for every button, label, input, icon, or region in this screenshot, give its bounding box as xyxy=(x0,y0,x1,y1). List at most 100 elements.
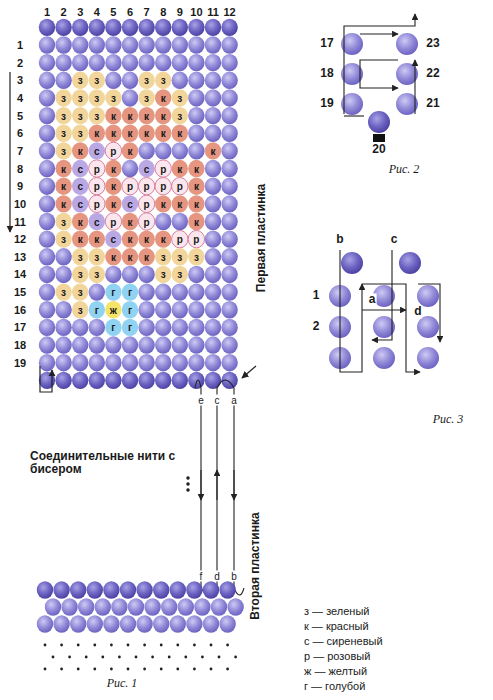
dot xyxy=(110,668,113,671)
dot xyxy=(160,668,163,671)
bead xyxy=(188,89,204,106)
bead xyxy=(105,230,121,247)
bead xyxy=(105,354,121,371)
bead-letter: з xyxy=(94,269,99,280)
bead xyxy=(205,89,221,106)
bead xyxy=(188,283,204,300)
bead xyxy=(138,301,154,318)
bead-letter: з xyxy=(61,145,66,156)
bead-letter: к xyxy=(127,110,132,121)
bead xyxy=(205,160,221,177)
bead xyxy=(45,598,61,615)
bead xyxy=(172,195,188,212)
bead xyxy=(172,283,188,300)
bead xyxy=(105,72,121,89)
bead-letter: р xyxy=(94,198,100,209)
fig2-thread xyxy=(344,14,415,116)
row-number: 9 xyxy=(17,180,23,192)
bead xyxy=(39,142,55,159)
bead xyxy=(138,354,154,371)
bead xyxy=(205,54,221,71)
bead-letter: з xyxy=(144,75,149,86)
dot xyxy=(176,668,179,671)
bead xyxy=(138,372,154,389)
bead xyxy=(72,178,88,195)
second-plate xyxy=(37,581,244,670)
bead xyxy=(155,283,171,300)
bead-letter: р xyxy=(177,234,183,245)
bead xyxy=(172,372,188,389)
thread-letter: d xyxy=(213,571,221,582)
bead xyxy=(188,301,204,318)
bead-letter: к xyxy=(78,145,83,156)
bead xyxy=(39,125,55,142)
row-number: 18 xyxy=(14,339,26,351)
bead xyxy=(122,372,138,389)
bead xyxy=(205,178,221,195)
bead xyxy=(221,36,237,53)
bead xyxy=(39,372,55,389)
bead xyxy=(72,372,88,389)
bead xyxy=(172,36,188,53)
bead xyxy=(105,266,121,283)
bead xyxy=(138,319,154,336)
row-number: 1 xyxy=(17,39,23,51)
bead-letter: к xyxy=(94,128,99,139)
bead xyxy=(87,581,103,598)
bead xyxy=(105,36,121,53)
plate-label: Первая пластинка xyxy=(255,184,268,292)
bead xyxy=(170,581,186,598)
bead xyxy=(39,230,55,247)
bead xyxy=(155,160,171,177)
bead-letter: з xyxy=(144,92,149,103)
bead xyxy=(72,36,88,53)
bead-letter: з xyxy=(78,110,83,121)
bead-letter: к xyxy=(194,163,199,174)
bead-letter: р xyxy=(160,163,166,174)
bead xyxy=(155,142,171,159)
legend-entry: р — розовый xyxy=(304,650,370,662)
bead xyxy=(122,336,138,353)
bead xyxy=(188,19,204,36)
legend-entry: к — красный xyxy=(304,620,369,632)
bead xyxy=(105,89,121,106)
bead xyxy=(205,36,221,53)
bead xyxy=(138,107,154,124)
bead-letter: с xyxy=(77,198,83,209)
row-number: 19 xyxy=(14,357,26,369)
bead xyxy=(155,89,171,106)
row-number: 15 xyxy=(14,286,26,298)
bead xyxy=(105,125,121,142)
bead-letter: к xyxy=(177,128,182,139)
bead xyxy=(72,72,88,89)
thread-note: Соединительные нити с бисером xyxy=(30,450,180,476)
bead-letter: р xyxy=(127,181,133,192)
bead-letter: з xyxy=(94,110,99,121)
legend-entry: ж — желтый xyxy=(304,665,367,677)
bead-letter: к xyxy=(127,216,132,227)
bead-letter: к xyxy=(78,216,83,227)
bead xyxy=(221,195,237,212)
bead-letter: к xyxy=(161,110,166,121)
bead-letter: з xyxy=(61,92,66,103)
bead-letter: с xyxy=(77,181,83,192)
bead xyxy=(105,248,121,265)
bead xyxy=(153,615,169,632)
bead xyxy=(89,354,105,371)
callout-number: 2 xyxy=(313,320,320,333)
bead-letter: р xyxy=(177,181,183,192)
bead xyxy=(155,178,171,195)
bead xyxy=(105,283,121,300)
bead xyxy=(155,248,171,265)
bead-letter: з xyxy=(177,92,182,103)
bead xyxy=(89,248,105,265)
dot xyxy=(52,656,55,659)
bead xyxy=(89,36,105,53)
bead xyxy=(172,54,188,71)
bead xyxy=(122,36,138,53)
bead xyxy=(188,54,204,71)
bead xyxy=(105,107,121,124)
row-number: 13 xyxy=(14,251,26,263)
bead-letter: к xyxy=(177,198,182,209)
bead xyxy=(155,372,171,389)
